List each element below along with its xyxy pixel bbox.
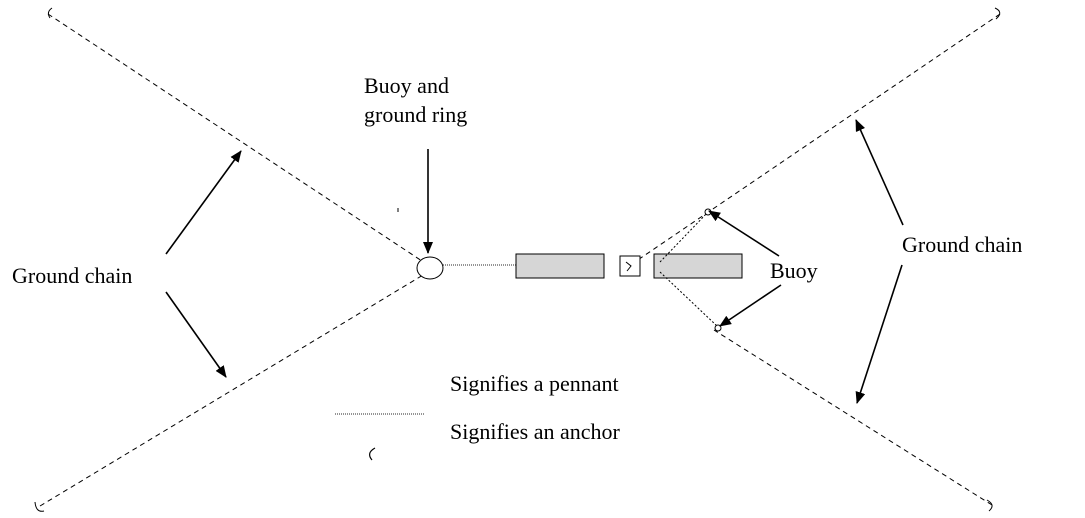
vessel-left [515,253,605,279]
small-vessel [619,255,641,277]
buoy-pennant-upper [659,211,709,263]
vessel-right [653,253,743,279]
label-buoy-and-ground-ring: Buoy and ground ring [364,72,467,129]
legend-pennant-label: Signifies a pennant [450,371,619,396]
anchor-icon [986,499,993,512]
arrow-buoy-lower [719,284,782,327]
label-buoy: Buoy [770,258,818,283]
arrow-ground-chain-left-lower [165,291,227,378]
label-ground-chain-left: Ground chain [12,263,133,288]
small-vessel-mark [625,261,632,272]
anchor-icon [47,7,53,19]
legend-anchor-label: Signifies an anchor [450,419,620,444]
ground-chain-upper-left [47,13,429,266]
label-buoy-and-ground-ring-line2: ground ring [364,101,468,127]
label-ground-chain-right: Ground chain [902,232,1023,257]
ground-chain-lower-right [713,329,993,506]
legend-anchor-icon [369,447,376,461]
anchor-icon [994,7,1001,20]
arrow-ground-chain-left-upper [165,150,242,255]
ground-chain-lower-left [39,271,429,507]
buoy-ground-ring [416,256,444,280]
label-buoy-and-ground-ring-line1: Buoy and [364,73,449,98]
arrow-ground-chain-right-lower [855,264,903,404]
anchor-icon [34,501,45,512]
arrow-buoy-upper [708,210,780,257]
ground-chain-upper-right [625,13,1001,269]
arrow-ground-chain-right-upper [855,119,904,226]
buoy-pennant-lower [659,271,719,328]
